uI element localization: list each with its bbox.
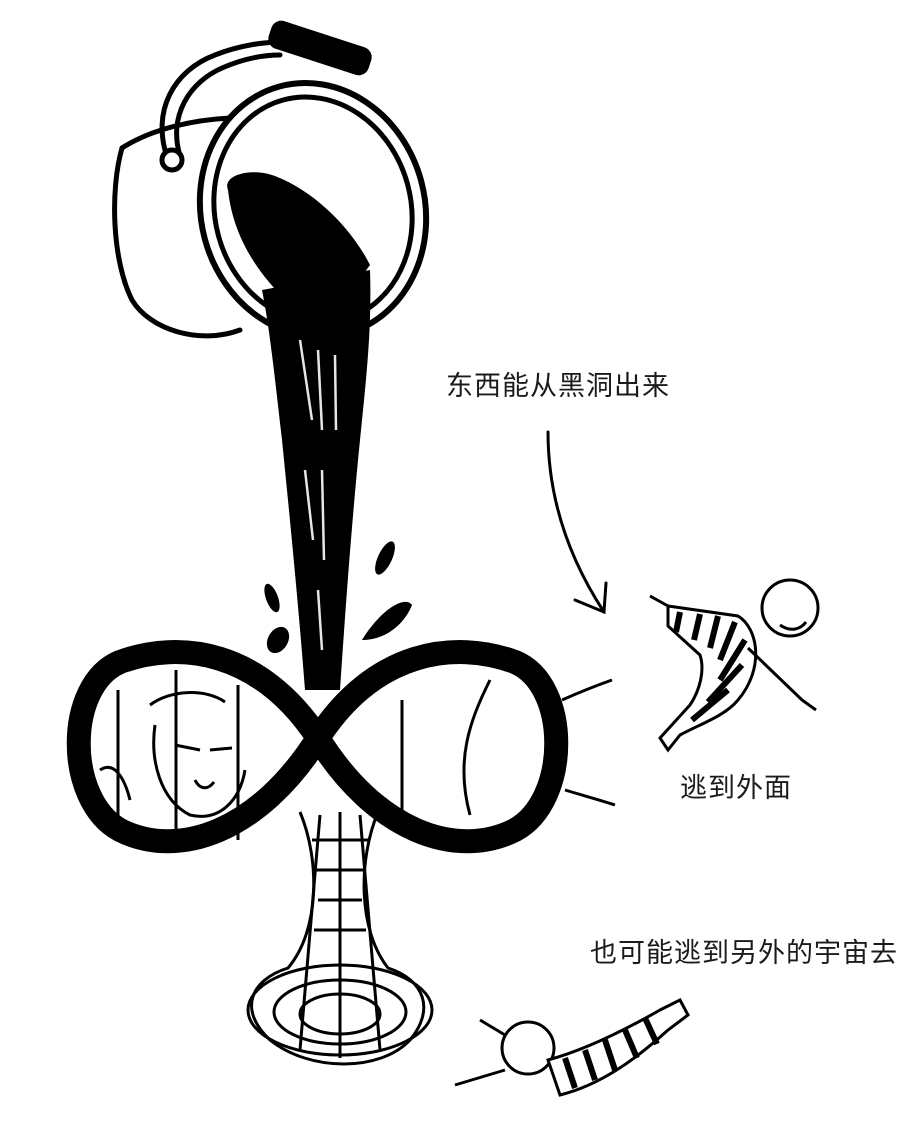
prisoner-figure-icon	[649, 578, 820, 753]
splash-drops	[264, 541, 412, 654]
prisoner-figure-icon	[454, 998, 690, 1097]
escape-outside-label: 逃到外面	[680, 773, 792, 804]
other-universe-label: 也可能逃到另外的宇宙去	[590, 938, 898, 969]
comes-out-label: 东西能从黑洞出来	[446, 371, 670, 402]
arrow-icon	[546, 430, 608, 615]
pour-stream	[262, 270, 371, 690]
infinity-loop-icon	[66, 640, 616, 854]
wormhole-funnel-icon	[246, 811, 434, 1066]
